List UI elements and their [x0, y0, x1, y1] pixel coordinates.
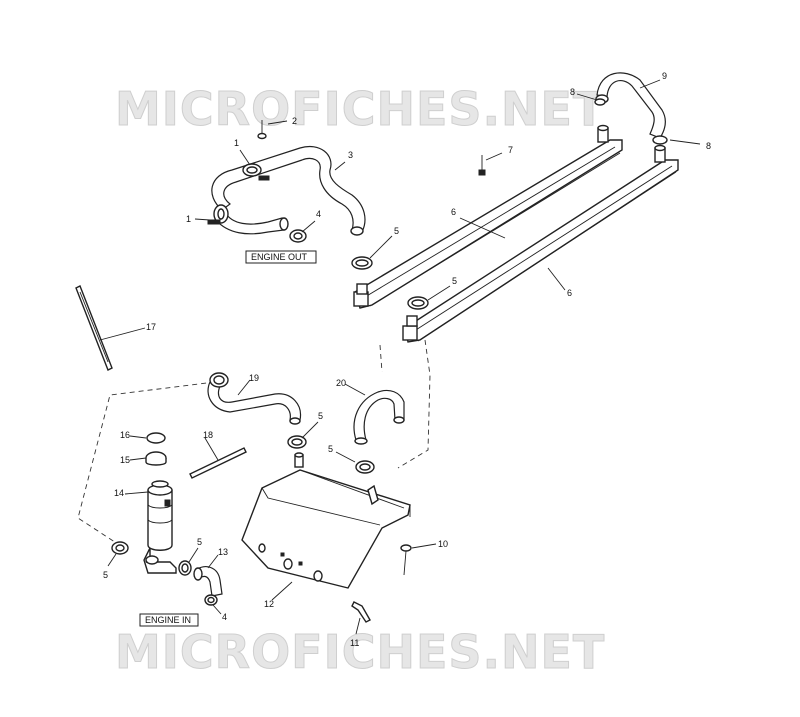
watermark-bottom: MICROFICHES.NET	[115, 625, 605, 679]
clamp-5-e	[111, 541, 129, 555]
hose-19	[207, 372, 302, 425]
callout-10: 10	[438, 539, 448, 549]
callout-2: 2	[292, 116, 297, 126]
sensor-11	[351, 601, 371, 623]
svg-text:ENGINE IN: ENGINE IN	[145, 615, 191, 625]
callout-6: 6	[567, 288, 572, 298]
callout-5: 5	[394, 226, 399, 236]
coolant-bottle	[143, 480, 177, 574]
clamp-5-c	[287, 435, 307, 449]
callout-3: 3	[348, 150, 353, 160]
callout-5: 5	[318, 411, 323, 421]
callout-13: 13	[218, 547, 228, 557]
callout-9: 9	[662, 71, 667, 81]
clamp-5-d	[355, 460, 375, 474]
callout-12: 12	[264, 599, 274, 609]
clamp-1-upper	[242, 163, 270, 181]
callout-11: 11	[350, 638, 359, 648]
callout-17: 17	[146, 322, 156, 332]
fastener-10	[400, 544, 412, 576]
callout-14: 14	[114, 488, 124, 498]
callout-5: 5	[197, 537, 202, 547]
heat-exchanger-upper	[353, 124, 623, 309]
clamp-5-f	[178, 560, 192, 576]
hose-13	[193, 566, 223, 597]
rod-18	[189, 447, 247, 479]
callout-18: 18	[203, 430, 213, 440]
svg-text:ENGINE OUT: ENGINE OUT	[251, 252, 308, 262]
clamp-1-lower	[207, 204, 229, 225]
callout-19: 19	[249, 373, 259, 383]
callout-4: 4	[222, 612, 227, 622]
heat-exchanger-lower	[402, 144, 679, 343]
bolt-2	[257, 120, 267, 140]
clamp-5-b	[407, 296, 429, 310]
callout-8: 8	[570, 87, 575, 97]
dashed-leaders	[77, 339, 431, 549]
tank-12	[241, 452, 411, 589]
engine-in-label: ENGINE IN	[139, 613, 199, 627]
engine-out-label: ENGINE OUT	[245, 250, 317, 264]
callout-20: 20	[336, 378, 346, 388]
clamp-4-lower	[204, 594, 218, 606]
callout-leaders	[99, 79, 701, 635]
fitting-8	[594, 98, 606, 106]
callout-1: 1	[234, 138, 239, 148]
strap-17	[75, 285, 113, 371]
clamp-4-upper	[289, 229, 307, 243]
callout-16: 16	[120, 430, 130, 440]
cap-16	[146, 432, 166, 444]
callout-7: 7	[508, 145, 513, 155]
engine-out-hose	[211, 146, 366, 236]
callout-8: 8	[706, 141, 711, 151]
clamp-5-a	[351, 256, 373, 270]
callout-5: 5	[328, 444, 333, 454]
callout-1: 1	[186, 214, 191, 224]
bolt-7	[478, 155, 486, 176]
callout-5: 5	[103, 570, 108, 580]
callout-6: 6	[451, 207, 456, 217]
callout-5: 5	[452, 276, 457, 286]
callout-4: 4	[316, 209, 321, 219]
callout-15: 15	[120, 455, 130, 465]
watermark-top: MICROFICHES.NET	[115, 82, 605, 136]
cap-15	[145, 451, 167, 466]
callout-numbers: 1 1 2 3 4 4 5 5 5 5 5 5 6 6 7 8 8 9 10 1…	[103, 71, 711, 648]
hose-20	[353, 389, 405, 445]
